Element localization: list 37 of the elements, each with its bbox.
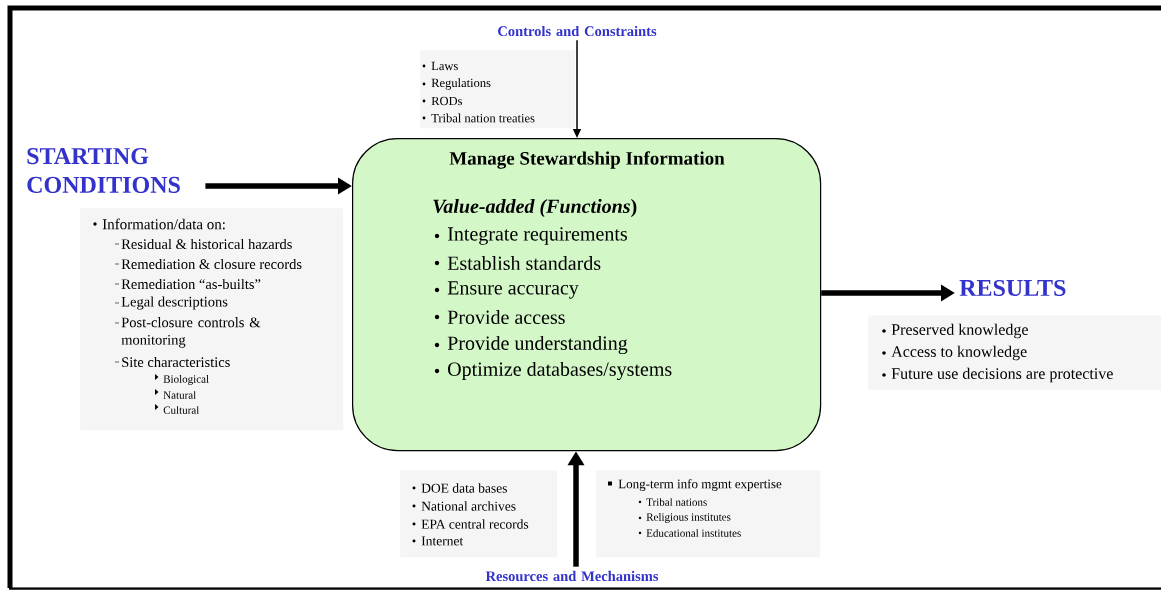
list-item: Biological xyxy=(155,374,209,385)
list-item: Site characteristics xyxy=(114,356,230,368)
list-item: EPA central records xyxy=(412,519,529,529)
list-item: Provide understanding xyxy=(434,335,628,355)
list-item: Information/data on: xyxy=(93,218,225,230)
heading: Controls and Constraints xyxy=(498,25,657,37)
list-item: Long-term info mgmt expertise xyxy=(608,479,782,491)
list-item: Cultural xyxy=(155,404,200,414)
list-item: National archives xyxy=(412,501,516,511)
list-item: Educational institutes xyxy=(638,529,741,537)
heading: Resources and Mechanisms xyxy=(485,570,659,582)
list-item: Internet xyxy=(412,536,464,546)
list-item: Regulations xyxy=(422,78,491,90)
list-item: Remediation & closure records xyxy=(114,258,302,270)
list-item: Post-closure controls & monitoring xyxy=(114,317,261,348)
list-item: Establish standards xyxy=(434,255,601,271)
list-item: RODs xyxy=(422,96,462,106)
heading: STARTING CONDITIONS xyxy=(27,148,180,193)
list-item: Remediation “as-builts” xyxy=(114,278,261,290)
subheading: Value-added (Functions) xyxy=(433,198,637,218)
list-item: Provide access xyxy=(434,309,565,325)
list-item: Ensure accuracy xyxy=(434,281,579,299)
list-item: Optimize databases/systems xyxy=(434,361,672,381)
heading: RESULTS xyxy=(959,279,1066,297)
list-item: DOE data bases xyxy=(412,483,507,493)
list-item: Religious institutes xyxy=(638,513,731,523)
list-item: Residual & historical hazards xyxy=(114,238,292,250)
list-item: Natural xyxy=(155,389,196,399)
list-item: Integrate requirements xyxy=(434,227,627,245)
list-item: Tribal nation treaties xyxy=(422,113,535,123)
list-item: Access to knowledge xyxy=(882,345,1027,361)
list-item: Future use decisions are protective xyxy=(882,367,1113,383)
box-title: Manage Stewardship Information xyxy=(449,151,725,169)
list-item: Laws xyxy=(422,61,458,71)
list-item: Preserved knowledge xyxy=(882,323,1028,339)
list-item: Legal descriptions xyxy=(114,296,228,310)
list-item: Tribal nations xyxy=(638,498,707,506)
